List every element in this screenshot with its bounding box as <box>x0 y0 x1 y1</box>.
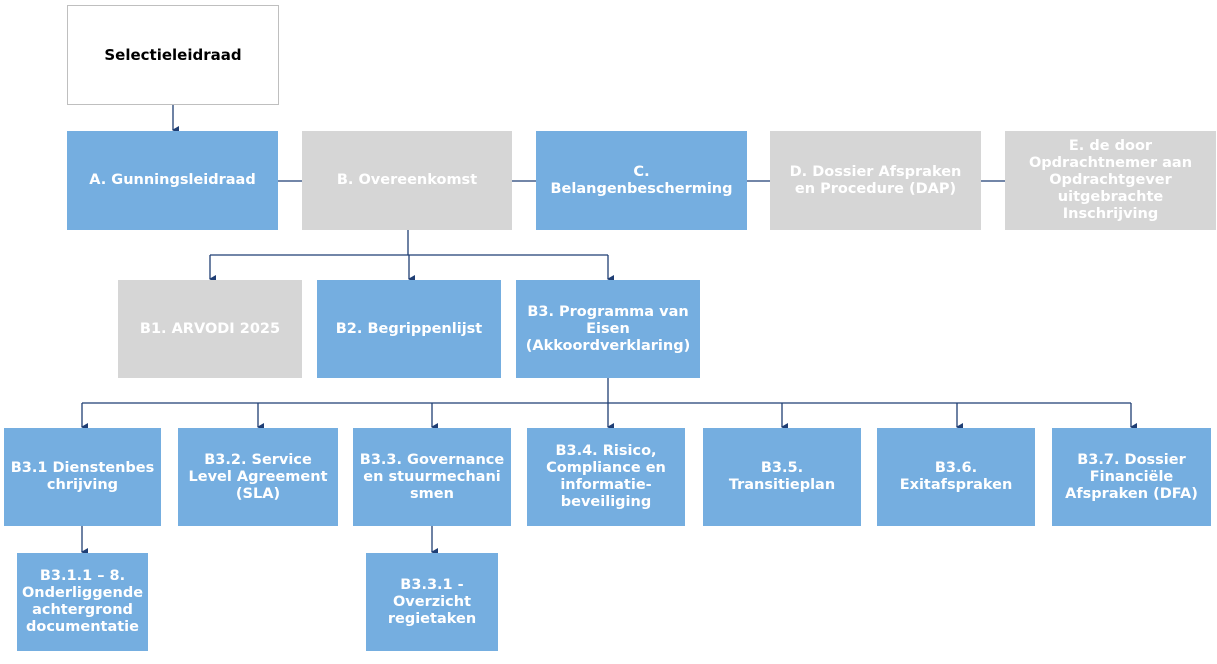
node-b3-2-sla: B3.2. Service Level Agreement (SLA) <box>178 428 338 526</box>
node-label: B1. ARVODI 2025 <box>139 320 281 337</box>
node-b3-5-transitieplan: B3.5. Transitieplan <box>703 428 861 526</box>
node-label: D. Dossier Afspraken en Procedure (DAP) <box>789 163 962 197</box>
node-b1-arvodi: B1. ARVODI 2025 <box>118 280 302 378</box>
node-b3-1-dienstenbeschrijving: B3.1 Dienstenbeschrijving <box>4 428 161 526</box>
node-b3-programma-van-eisen: B3. Programma van Eisen (Akkoordverklari… <box>516 280 700 378</box>
node-label: B3.1.1 – 8. Onderliggende achtergrond do… <box>21 568 144 635</box>
node-b3-3-governance: B3.3. Governance en stuurmechanismen <box>353 428 511 526</box>
node-b3-3-1-regietaken: B3.3.1 - Overzicht regietaken <box>366 553 498 651</box>
node-label: B3. Programma van Eisen (Akkoordverklari… <box>525 303 691 354</box>
node-label: B3.5. Transitieplan <box>728 460 836 493</box>
node-b-overeenkomst: B. Overeenkomst <box>302 131 512 230</box>
node-label: C. Belangenbescherming <box>550 163 733 197</box>
node-label: B3.4. Risico, Compliance en informatie-b… <box>546 443 666 510</box>
node-b3-4-risico: B3.4. Risico, Compliance en informatie-b… <box>527 428 685 526</box>
node-label: Selectieleidraad <box>104 45 242 64</box>
node-label: B. Overeenkomst <box>336 172 478 188</box>
node-label: B3.3. Governance en stuurmechanismen <box>359 451 505 502</box>
node-e-inschrijving: E. de door Opdrachtnemer aan Opdrachtgev… <box>1005 131 1216 230</box>
node-label: B2. Begrippenlijst <box>335 320 483 337</box>
node-c-belangenbescherming: C. Belangenbescherming <box>536 131 747 230</box>
node-label: B3.2. Service Level Agreement (SLA) <box>188 451 328 502</box>
node-b3-7-dfa: B3.7. Dossier Financiële Afspraken (DFA) <box>1052 428 1211 526</box>
node-a-gunningsleidraad: A. Gunningsleidraad <box>67 131 278 230</box>
node-selectieleidraad: Selectieleidraad <box>67 5 279 105</box>
node-label: E. de door Opdrachtnemer aan Opdrachtgev… <box>1028 138 1193 222</box>
node-d-dap: D. Dossier Afspraken en Procedure (DAP) <box>770 131 981 230</box>
node-label: B3.1 Dienstenbeschrijving <box>10 460 155 493</box>
node-label: B3.6. Exitafspraken <box>899 460 1013 493</box>
node-b3-1-1-documentatie: B3.1.1 – 8. Onderliggende achtergrond do… <box>17 553 148 651</box>
node-label: B3.7. Dossier Financiële Afspraken (DFA) <box>1065 451 1198 502</box>
node-b2-begrippenlijst: B2. Begrippenlijst <box>317 280 501 378</box>
node-label: A. Gunningsleidraad <box>89 172 256 188</box>
node-b3-6-exitafspraken: B3.6. Exitafspraken <box>877 428 1035 526</box>
node-label: B3.3.1 - Overzicht regietaken <box>387 576 477 627</box>
